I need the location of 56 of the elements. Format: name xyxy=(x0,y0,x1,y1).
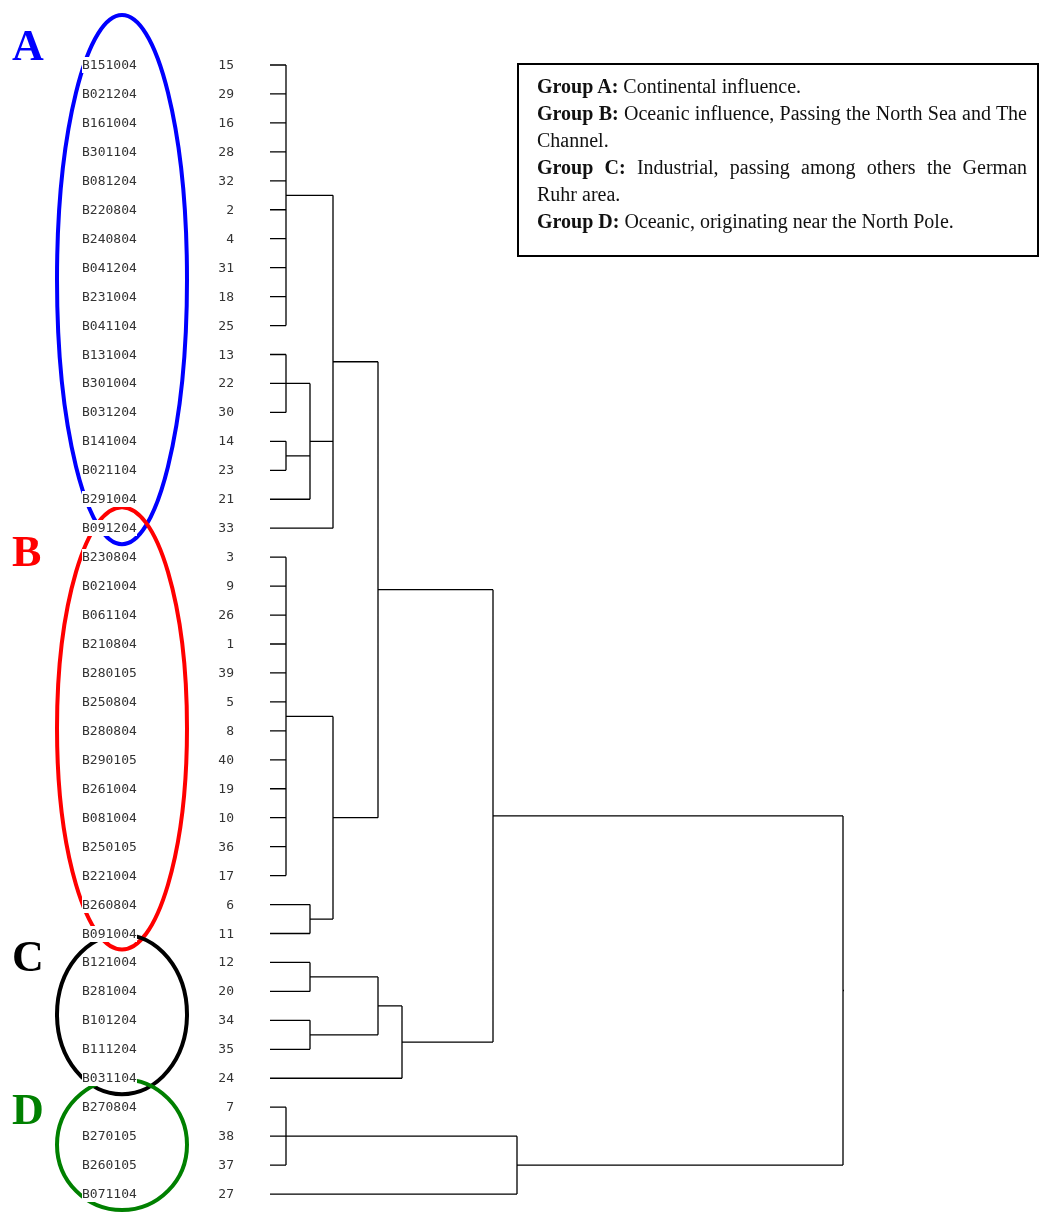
sample-number: 23 xyxy=(217,462,234,479)
sample-name: B031104 xyxy=(82,1070,137,1087)
sample-number: 30 xyxy=(217,404,234,421)
sample-number: 8 xyxy=(225,722,234,739)
sample-name: B091004 xyxy=(82,925,137,942)
sample-number: 40 xyxy=(217,751,234,768)
sample-number: 3 xyxy=(225,549,234,566)
group-description: Group D: Oceanic, originating near the North Pole. xyxy=(537,209,955,235)
sample-number: 2 xyxy=(225,201,234,218)
group-letter: B xyxy=(12,530,42,574)
sample-number: 33 xyxy=(217,520,234,537)
sample-number: 25 xyxy=(217,317,234,334)
group-description: Group A: Continental influence. xyxy=(537,74,803,100)
sample-name: B091204 xyxy=(82,520,137,537)
sample-number: 21 xyxy=(217,491,234,508)
sample-number: 39 xyxy=(217,664,234,681)
sample-name: B151004 xyxy=(82,57,137,73)
sample-number: 38 xyxy=(217,1128,234,1145)
sample-number: 5 xyxy=(225,693,234,710)
sample-number: 27 xyxy=(217,1186,234,1203)
sample-number: 6 xyxy=(225,896,234,913)
sample-number: 36 xyxy=(217,838,234,855)
sample-number: 22 xyxy=(217,375,234,392)
group-description: Group C: Industrial, passing among others the German Ruhr area. xyxy=(537,155,1027,207)
sample-number: 9 xyxy=(225,578,234,595)
sample-number: 26 xyxy=(217,607,234,624)
group-description: Group B: Oceanic influence, Passing the North Sea and The Channel. xyxy=(537,101,1027,153)
legend-box xyxy=(517,63,1039,257)
group-letter: D xyxy=(12,1088,44,1132)
group-letter: C xyxy=(12,935,44,979)
sample-name: B260804 xyxy=(82,896,137,913)
sample-number: 15 xyxy=(217,57,234,73)
sample-number: 34 xyxy=(217,1012,234,1029)
sample-number: 12 xyxy=(217,954,234,971)
sample-number: 28 xyxy=(217,143,234,160)
sample-number: 10 xyxy=(217,809,234,826)
sample-number: 31 xyxy=(217,259,234,276)
sample-name: B071104 xyxy=(82,1186,137,1203)
group-letter: A xyxy=(12,24,44,68)
sample-number: 35 xyxy=(217,1041,234,1058)
sample-name: B291004 xyxy=(82,491,137,508)
sample-number: 14 xyxy=(217,433,234,450)
sample-number: 1 xyxy=(225,636,234,652)
sample-number: 4 xyxy=(225,230,234,247)
sample-number: 7 xyxy=(225,1099,234,1116)
sample-number: 13 xyxy=(217,346,234,363)
sample-number: 19 xyxy=(217,780,234,797)
sample-number: 11 xyxy=(217,925,234,942)
sample-number: 17 xyxy=(217,867,234,884)
sample-number: 29 xyxy=(217,85,234,102)
sample-number: 24 xyxy=(217,1070,234,1087)
sample-number: 20 xyxy=(217,983,234,1000)
sample-number: 37 xyxy=(217,1157,234,1174)
sample-number: 32 xyxy=(217,172,234,189)
sample-number: 16 xyxy=(217,114,234,131)
sample-number: 18 xyxy=(217,288,234,305)
